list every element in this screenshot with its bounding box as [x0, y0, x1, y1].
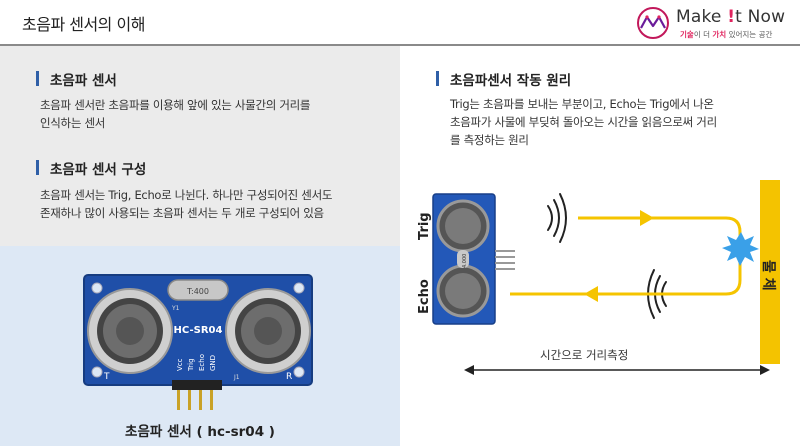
pin-header [172, 380, 222, 390]
section-title-composition: 초음파 센서 구성 [36, 158, 147, 178]
hc-sr04-image: T:400 Y1 HC-SR04 T R J1 Vcc Trig Echo GN… [83, 274, 313, 410]
brand-name: Make !t Now [676, 7, 785, 27]
text-line: 초음파 센서는 Trig, Echo로 나뉜다. 하나만 구성되어진 센서도 [40, 188, 333, 202]
text-line: Trig는 초음파를 보내는 부분이고, Echo는 Trig에서 나온 [450, 97, 714, 111]
section-bar [36, 71, 39, 86]
page-title: 초음파 센서의 이해 [22, 15, 145, 34]
text-line: 초음파 센서란 초음파를 이용해 앞에 있는 사물간의 거리를 [40, 98, 311, 112]
measure-right-arrow-icon [760, 365, 770, 375]
section-bar [436, 71, 439, 86]
tagline-part-2: 이 더 [693, 30, 713, 39]
echo-label: Echo [417, 279, 432, 314]
header: 초음파 센서의 이해 Make !t Now 기술이 더 가치 있어지는 공간 [0, 0, 800, 44]
signal-path [510, 216, 742, 296]
outgoing-wave-icon [547, 193, 567, 243]
pin-label-vcc: Vcc [176, 358, 184, 371]
section-text-composition: 초음파 센서는 Trig, Echo로 나뉜다. 하나만 구성되어진 센서도 존… [40, 186, 332, 222]
r-label: R [286, 372, 292, 382]
crystal-label: T:400 [186, 287, 209, 296]
text-line: 초음파가 사물에 부딪혀 돌아오는 시간을 읽음으로써 거리 [450, 115, 717, 129]
text-line: 존재하나 많이 사용되는 초음파 센서는 두 개로 구성되어 있음 [40, 206, 324, 220]
crystal [167, 279, 229, 301]
echo-transducer [225, 288, 311, 374]
section-title-principle: 초음파센서 작동 원리 [436, 69, 572, 89]
section-title-text: 초음파센서 작동 원리 [450, 73, 572, 89]
tagline-part-3: 가치 [712, 30, 727, 39]
forward-arrow-icon [640, 210, 654, 226]
brand-name-prefix: Make [676, 7, 728, 27]
pin-label-trig: Trig [187, 358, 195, 372]
section-text-sensor: 초음파 센서란 초음파를 이용해 앞에 있는 사물간의 거리를 인식하는 센서 [40, 96, 311, 132]
diagram-sensor: 4.000 [432, 193, 515, 325]
object-bar [760, 180, 780, 364]
brand-logo: Make !t Now 기술이 더 가치 있어지는 공간 [636, 4, 796, 42]
brand-tagline: 기술이 더 가치 있어지는 공간 [680, 29, 772, 40]
section-title-text: 초음파 센서 [50, 73, 117, 89]
pins [177, 390, 213, 410]
return-arrow-icon [584, 286, 598, 302]
y1-label: Y1 [171, 305, 180, 312]
j1-label: J1 [233, 374, 240, 381]
object-label: 물 체 [760, 260, 776, 291]
section-title-text: 초음파 센서 구성 [50, 162, 147, 178]
logo-mark-icon [637, 7, 669, 39]
text-line: 인식하는 센서 [40, 116, 106, 130]
board-model-label: HC-SR04 [174, 325, 223, 336]
brand-name-suffix: t Now [735, 7, 786, 27]
impact-burst-icon [722, 232, 759, 266]
trig-label: Trig [417, 212, 432, 240]
sensor-photo-panel: T:400 Y1 HC-SR04 T R J1 Vcc Trig Echo GN… [0, 246, 400, 446]
section-text-principle: Trig는 초음파를 보내는 부분이고, Echo는 Trig에서 나온 초음파… [450, 95, 717, 149]
section-bar [36, 160, 39, 175]
tagline-part-1: 기술 [680, 30, 694, 39]
measure-left-arrow-icon [464, 365, 474, 375]
diagram-crystal-label: 4.000 [462, 254, 468, 268]
brand-name-bang: ! [727, 7, 736, 27]
measure-label: 시간으로 거리측정 [540, 348, 629, 362]
pin-label-echo: Echo [198, 354, 206, 371]
principle-diagram: 4.000 Trig Echo 물 체 [417, 180, 780, 375]
sensor-caption: 초음파 센서 ( hc-sr04 ) [125, 424, 275, 440]
t-label: T [103, 372, 110, 382]
text-line: 를 측정하는 원리 [450, 133, 529, 147]
trig-transducer [87, 288, 173, 374]
tagline-part-4: 있어지는 공간 [726, 30, 773, 39]
pin-label-gnd: GND [209, 355, 217, 371]
header-divider [0, 44, 800, 46]
section-title-sensor: 초음파 센서 [36, 69, 117, 89]
left-text-panel [0, 46, 400, 246]
